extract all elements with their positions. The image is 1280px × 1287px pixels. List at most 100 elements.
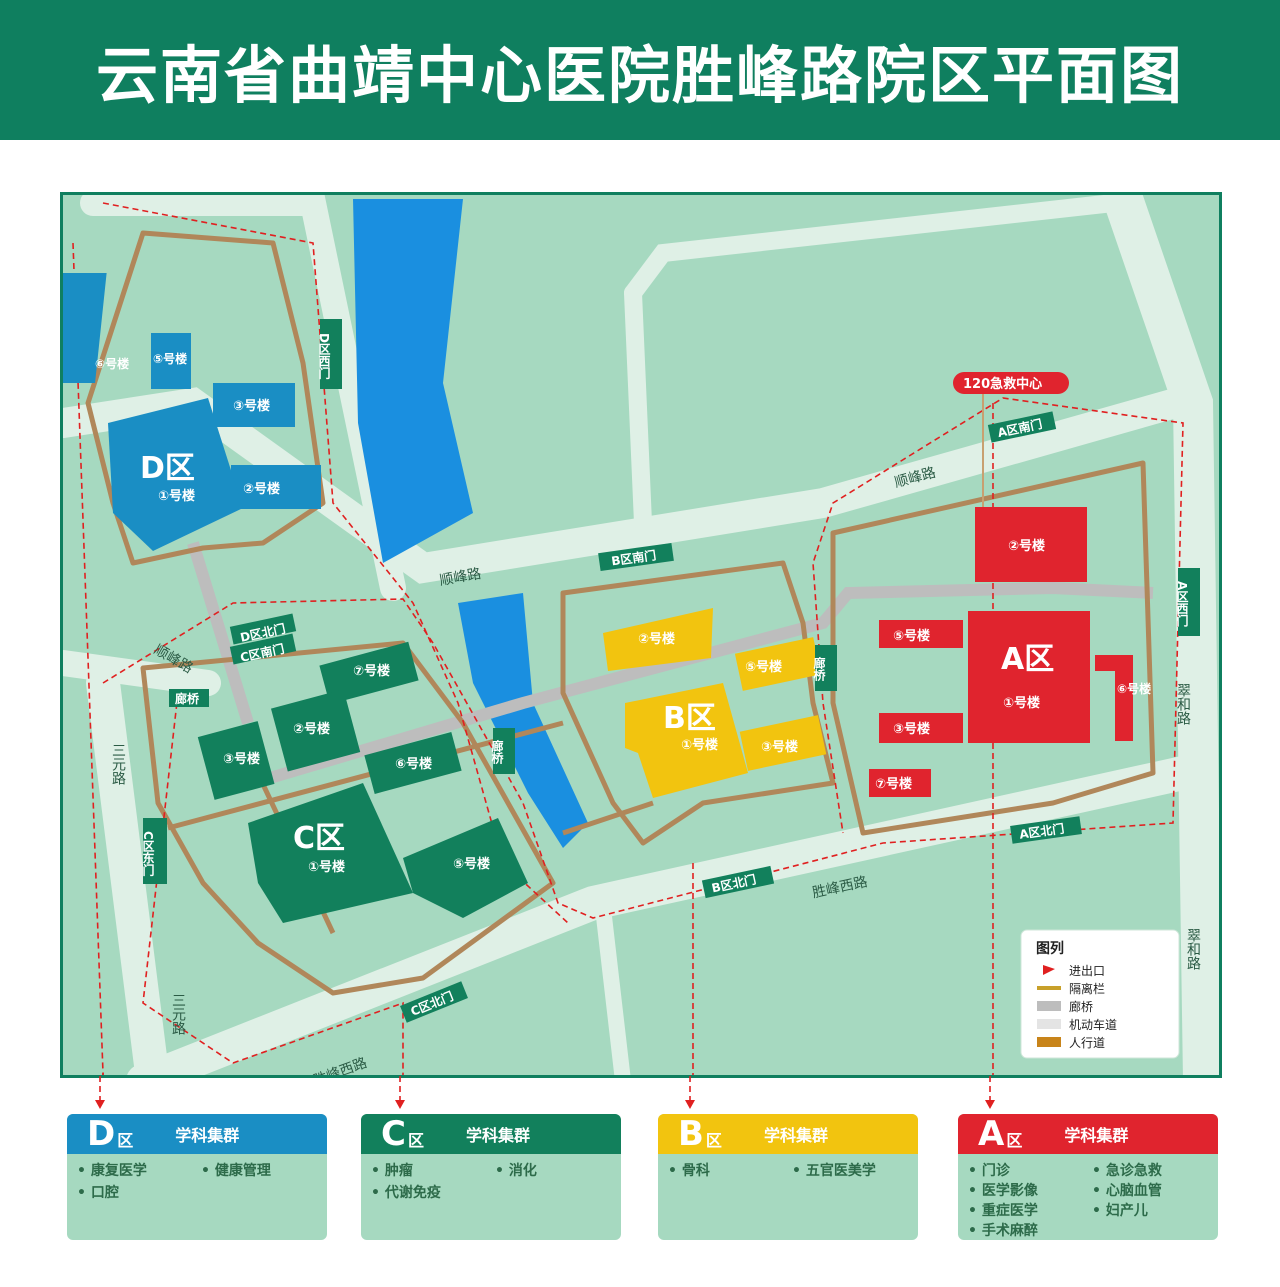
- zone-a-building-2[interactable]: [975, 507, 1087, 582]
- zone-d-building-1[interactable]: [108, 398, 243, 551]
- bridge-b-label-2: 廊桥: [812, 656, 826, 682]
- zone-a-name: A区: [1001, 642, 1054, 677]
- gate-c-south-tag[interactable]: [229, 633, 297, 665]
- gate-d-north-tag[interactable]: [229, 613, 297, 645]
- zone-b-building-2[interactable]: [603, 608, 713, 671]
- zone-b-building-2-label: ②号楼: [638, 631, 675, 647]
- road-network: [63, 195, 1219, 1075]
- barrier-icon: [1037, 986, 1061, 990]
- gate-b-north-tag[interactable]: [701, 865, 775, 899]
- gate-a-west-tag[interactable]: [1178, 568, 1200, 636]
- gate-d-west-label: D区西门: [317, 333, 331, 380]
- panel-zone-d-letter: D: [87, 1114, 116, 1154]
- panel-zone-d: D 区 学科集群 康复医学 健康管理 口腔: [67, 1114, 327, 1240]
- zone-d-building-6[interactable]: [63, 273, 107, 383]
- panel-zone-b: B 区 学科集群 骨科 五官医美学: [658, 1114, 918, 1240]
- zone-c-building-3-label: ③号楼: [223, 751, 260, 767]
- zone-b: ②号楼 ⑤号楼 ③号楼 B区 ①号楼: [603, 608, 827, 798]
- zone-c-building-2[interactable]: [270, 689, 361, 772]
- bridge-c-tag[interactable]: [169, 689, 209, 707]
- zone-c-building-1-label: ①号楼: [308, 859, 345, 875]
- zone-a-building-2-label: ②号楼: [1008, 538, 1045, 554]
- zone-a: ②号楼 ⑤号楼 ③号楼 ⑦号楼 A区 ①号楼 ⑥号楼: [869, 507, 1151, 797]
- gate-d-west-tag[interactable]: [320, 319, 342, 389]
- zone-c-building-5[interactable]: [403, 818, 528, 918]
- zone-d-building-1-label: ①号楼: [158, 488, 195, 504]
- zone-a-building-5-label: ⑤号楼: [893, 628, 930, 644]
- gate-b-south-tag[interactable]: [598, 542, 674, 572]
- zone-c-building-7-label: ⑦号楼: [353, 663, 390, 679]
- zone-a-building-1[interactable]: [968, 611, 1090, 743]
- zone-a-building-3[interactable]: [879, 713, 963, 743]
- zone-a-building-7[interactable]: [869, 769, 931, 797]
- gate-a-north-tag[interactable]: [1010, 816, 1082, 844]
- zone-b-building-5-label: ⑤号楼: [745, 659, 782, 675]
- legend-item-barrier: 隔离栏: [1069, 981, 1105, 996]
- panel-zone-d-header: D 区 学科集群: [67, 1114, 327, 1154]
- road-cuihe-1: 翠和路: [1175, 683, 1191, 725]
- gate-c-east-tag[interactable]: [143, 818, 167, 884]
- zone-c-building-2-label: ②号楼: [293, 721, 330, 737]
- list-item: 心脑血管: [1092, 1180, 1212, 1200]
- legend-item-entrance: 进出口: [1069, 964, 1105, 978]
- gate-a-south-tag[interactable]: [987, 411, 1057, 443]
- walkway-swatch: [1037, 1037, 1061, 1047]
- panel-zone-a-cluster: 学科集群: [1064, 1126, 1129, 1145]
- list-item: 健康管理: [201, 1160, 321, 1180]
- zone-d-building-2-label: ②号楼: [243, 481, 280, 497]
- gate-a-west-label: A区西门: [1175, 581, 1189, 627]
- list-item: 门诊: [968, 1160, 1084, 1180]
- list-item: 代谢免疫: [371, 1182, 487, 1202]
- zone-d-building-2[interactable]: [231, 465, 321, 509]
- zone-d-building-6-label: ⑥号楼: [95, 356, 129, 371]
- road-shengfeng-2: 胜峰西路: [311, 1055, 369, 1078]
- road-shengfeng-1: 胜峰西路: [811, 874, 869, 901]
- zone-a-building-1-label: ①号楼: [1003, 695, 1040, 711]
- panel-zone-a-header: A 区 学科集群: [958, 1114, 1218, 1154]
- campus-map: ⑥号楼 ⑤号楼 ③号楼 ②号楼 D区 ①号楼 ⑦号楼 ②号楼 ③号楼 ⑥号楼 C…: [60, 192, 1222, 1078]
- legend-item-driveway: 机动车道: [1069, 1017, 1117, 1032]
- zone-b-building-1[interactable]: [625, 683, 748, 798]
- zone-b-building-3[interactable]: [739, 715, 827, 771]
- panel-zone-c-header: C 区 学科集群: [361, 1114, 621, 1154]
- emergency-center[interactable]: 120急救中心: [953, 372, 1069, 507]
- panel-zone-c-cluster: 学科集群: [465, 1126, 530, 1145]
- zone-d-building-5-label: ⑤号楼: [153, 351, 187, 366]
- list-item: 重症医学: [968, 1200, 1084, 1220]
- list-item: 康复医学: [77, 1160, 193, 1180]
- zone-a-building-5[interactable]: [879, 620, 963, 648]
- zone-c-building-1[interactable]: [248, 783, 413, 923]
- zone-d-building-3-label: ③号楼: [233, 398, 270, 414]
- panel-zone-d-list: 康复医学 健康管理 口腔: [67, 1154, 327, 1202]
- zone-c: ⑦号楼 ②号楼 ③号楼 ⑥号楼 C区 ①号楼 ⑤号楼: [197, 641, 528, 923]
- zone-c-building-7[interactable]: [319, 641, 419, 705]
- zone-c-building-6[interactable]: [364, 732, 462, 794]
- panel-zone-d-cluster: 学科集群: [175, 1126, 240, 1145]
- gate-c-north-tag[interactable]: [400, 981, 468, 1023]
- list-item: 妇产儿: [1092, 1200, 1212, 1220]
- entrance-arrow-icon: [1043, 965, 1055, 975]
- panel-zone-b-cluster: 学科集群: [763, 1126, 828, 1145]
- zone-c-building-3[interactable]: [197, 721, 275, 800]
- legend: 图列 进出口 隔离栏 廊桥 机动车道 人行道: [1020, 929, 1180, 1059]
- zone-d-building-5[interactable]: [151, 333, 191, 389]
- zone-b-building-5[interactable]: [734, 637, 822, 691]
- bridge-b-tag-2[interactable]: [815, 645, 837, 691]
- emergency-center-label: 120急救中心: [963, 376, 1042, 392]
- zone-d-building-3[interactable]: [213, 383, 295, 427]
- bridge-c-label: 廊桥: [175, 691, 200, 706]
- zone-c-name: C区: [293, 821, 345, 856]
- panel-zone-c-qu: 区: [407, 1131, 424, 1150]
- gate-a-north-label: A区北门: [1018, 821, 1065, 842]
- zone-a-building-6[interactable]: [1095, 655, 1133, 741]
- list-item: 消化: [495, 1160, 615, 1180]
- river-lower: [458, 593, 588, 848]
- zone-a-building-3-label: ③号楼: [893, 721, 930, 737]
- panel-zone-b-header: B 区 学科集群: [658, 1114, 918, 1154]
- walkway-network: [85, 230, 1156, 996]
- corridor-swatch: [1037, 1001, 1061, 1011]
- gate-c-north-label: C区北门: [408, 988, 455, 1019]
- panel-zone-c-letter: C: [381, 1114, 406, 1154]
- bridge-b-tag-1[interactable]: [493, 728, 515, 774]
- panel-zone-c: C 区 学科集群 肿瘤 消化 代谢免疫: [361, 1114, 621, 1240]
